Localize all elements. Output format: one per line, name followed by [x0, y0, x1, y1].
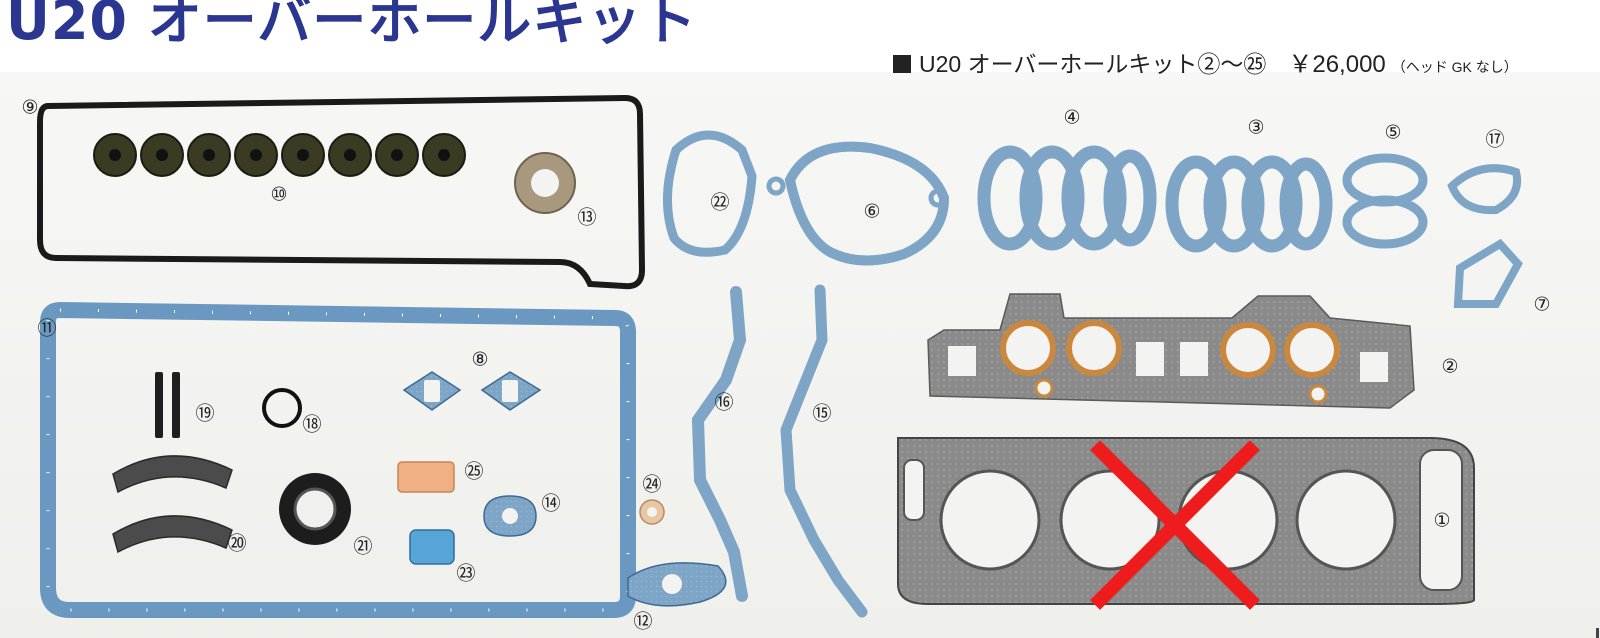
part-23-gasket	[409, 529, 455, 565]
part-5-gaskets	[1342, 153, 1428, 249]
part-label-9: ⑨	[21, 96, 39, 119]
part-12-gasket	[627, 562, 727, 607]
part-label-14: ⑭	[541, 492, 561, 515]
part-label-5: ⑤	[1384, 121, 1402, 144]
part-19-seal-strips	[155, 372, 180, 438]
edge-mark	[1596, 628, 1599, 638]
part-label-8: ⑧	[471, 348, 489, 371]
part-label-21: ㉑	[353, 535, 373, 558]
part-15-timing-gasket	[780, 284, 868, 618]
part-label-7: ⑦	[1533, 293, 1551, 316]
part-13-washer	[514, 152, 576, 214]
part-label-24: ㉔	[642, 473, 662, 496]
kit-note: （ヘッド GK なし）	[1391, 59, 1518, 75]
part-label-11: ⑪	[37, 317, 57, 340]
part-label-12: ⑫	[633, 610, 653, 633]
part-9-valve-cover-gasket	[37, 94, 646, 290]
part-label-4: ④	[1063, 106, 1081, 129]
part-label-22: ㉒	[710, 191, 730, 214]
part-label-13: ⑬	[577, 206, 597, 229]
kit-price-line: U20 オーバーホールキット②～㉕ ￥26,000 （ヘッド GK なし）	[893, 53, 1518, 77]
kit-price: ￥26,000	[1288, 51, 1386, 78]
part-11-oil-pan-gasket	[40, 301, 636, 618]
part-6-water-pump-gasket	[766, 141, 950, 266]
part-label-1: ①	[1433, 509, 1451, 532]
part-14-gasket	[483, 495, 537, 537]
part-label-17: ⑰	[1485, 128, 1505, 151]
page-title: U20 オーバーホールキット	[6, 0, 698, 52]
part-16-timing-gasket	[691, 286, 748, 602]
part-label-3: ③	[1247, 116, 1265, 139]
part-label-25: ㉕	[464, 460, 484, 483]
kit-name: U20 オーバーホールキット	[919, 51, 1198, 77]
part-label-15: ⑮	[812, 402, 832, 425]
part-24-copper-washer	[639, 499, 665, 525]
part-label-16: ⑯	[714, 391, 734, 414]
part-label-10: ⑩	[270, 183, 288, 206]
part-label-23: ㉓	[456, 562, 476, 585]
part-18-o-ring	[262, 388, 302, 428]
part-17-gasket	[1447, 164, 1521, 215]
part-22-gasket	[663, 130, 757, 257]
part-20-half-moon-seals	[112, 455, 233, 554]
part-label-2: ②	[1441, 355, 1459, 378]
part-label-6: ⑥	[863, 200, 881, 223]
part-label-20: ⑳	[227, 532, 247, 555]
part-10-valve-stem-seals	[93, 133, 466, 177]
part-label-18: ⑱	[302, 413, 322, 436]
part-25-paper-gasket	[397, 461, 455, 493]
part-4-exhaust-gaskets	[977, 145, 1157, 251]
part-7-gasket	[1453, 238, 1523, 308]
part-2-manifold-gasket	[927, 293, 1415, 409]
part-label-19: ⑲	[195, 402, 215, 425]
square-bullet-icon	[893, 55, 911, 73]
kit-range: ②～㉕	[1197, 51, 1267, 77]
excluded-cross-icon	[1090, 440, 1260, 610]
part-21-oil-seal	[279, 473, 351, 545]
part-3-intake-gaskets	[1165, 155, 1333, 253]
